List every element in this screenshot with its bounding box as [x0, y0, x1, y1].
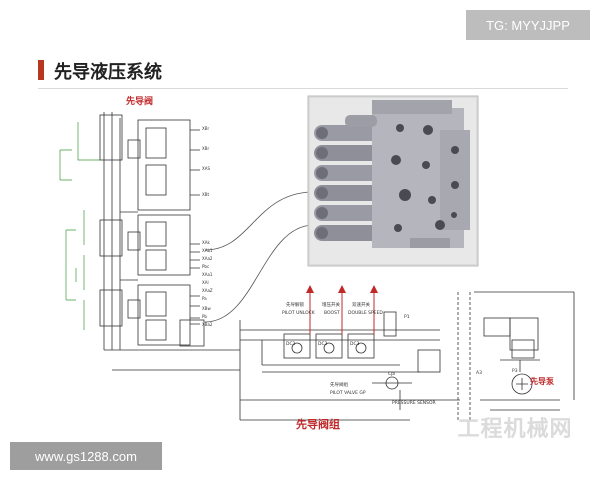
port-label: XAa2 — [202, 256, 213, 261]
channel-badge: TG: MYYJJPP — [466, 10, 590, 40]
label-dc2: DC2 — [318, 341, 328, 347]
port-label: XBa2 — [202, 322, 213, 327]
label-boost-en: BOOST — [324, 310, 340, 316]
label-a3: A3 — [476, 370, 482, 376]
port-label: XBw — [202, 306, 211, 311]
port-label: XAa1 — [202, 272, 213, 277]
port-label: Pbc — [202, 264, 209, 269]
site-watermark: 工程机械网 — [457, 417, 573, 442]
label-dc3: DC3 — [350, 341, 360, 347]
port-label: XBr — [202, 126, 209, 131]
label-boost: 增压开关 — [322, 301, 340, 308]
port-label: Pb — [202, 314, 207, 319]
label-pressure-sensor: PRESSURE SENSOR — [392, 400, 436, 406]
port-label: XAb1 — [202, 248, 213, 253]
label-pilot-valve-group: 先导阀组 — [296, 417, 340, 431]
label-pilot-unlock-en: PILOT UNLOCK — [282, 310, 316, 316]
port-label: XAl — [202, 280, 209, 285]
port-label: Pa — [202, 296, 207, 301]
label-pilot-unlock: 先导解锁 — [286, 301, 304, 308]
label-cpl: Cpl — [388, 371, 395, 377]
page-title: 先导液压系统 — [54, 62, 162, 83]
title-accent-bar — [38, 60, 44, 80]
port-label: XBt — [202, 192, 209, 197]
footer-url: www.gs1288.com — [10, 442, 162, 470]
label-dc1: DC1 — [286, 341, 296, 347]
port-label: XAS — [202, 166, 210, 171]
port-label: XAk — [202, 240, 210, 245]
label-p3: P3 — [512, 368, 518, 374]
label-p1: P1 — [404, 314, 410, 320]
label-pilot-valve-gp: PILOT VALVE GP — [330, 390, 366, 396]
port-label: XAaZ — [202, 288, 213, 293]
label-double-speed: 双速开关 — [352, 301, 370, 308]
label-double-speed-en: DOUBLE SPEED — [348, 310, 383, 316]
label-pilot-pump: 先导泵 — [530, 376, 554, 386]
label-pilot-valve: 先导阀 — [126, 95, 153, 107]
valve-3d-render — [307, 95, 479, 267]
label-pilot-valve-gp-cn: 先导阀组 — [330, 381, 348, 388]
title-divider — [38, 88, 568, 89]
port-label: XBr — [202, 146, 209, 151]
